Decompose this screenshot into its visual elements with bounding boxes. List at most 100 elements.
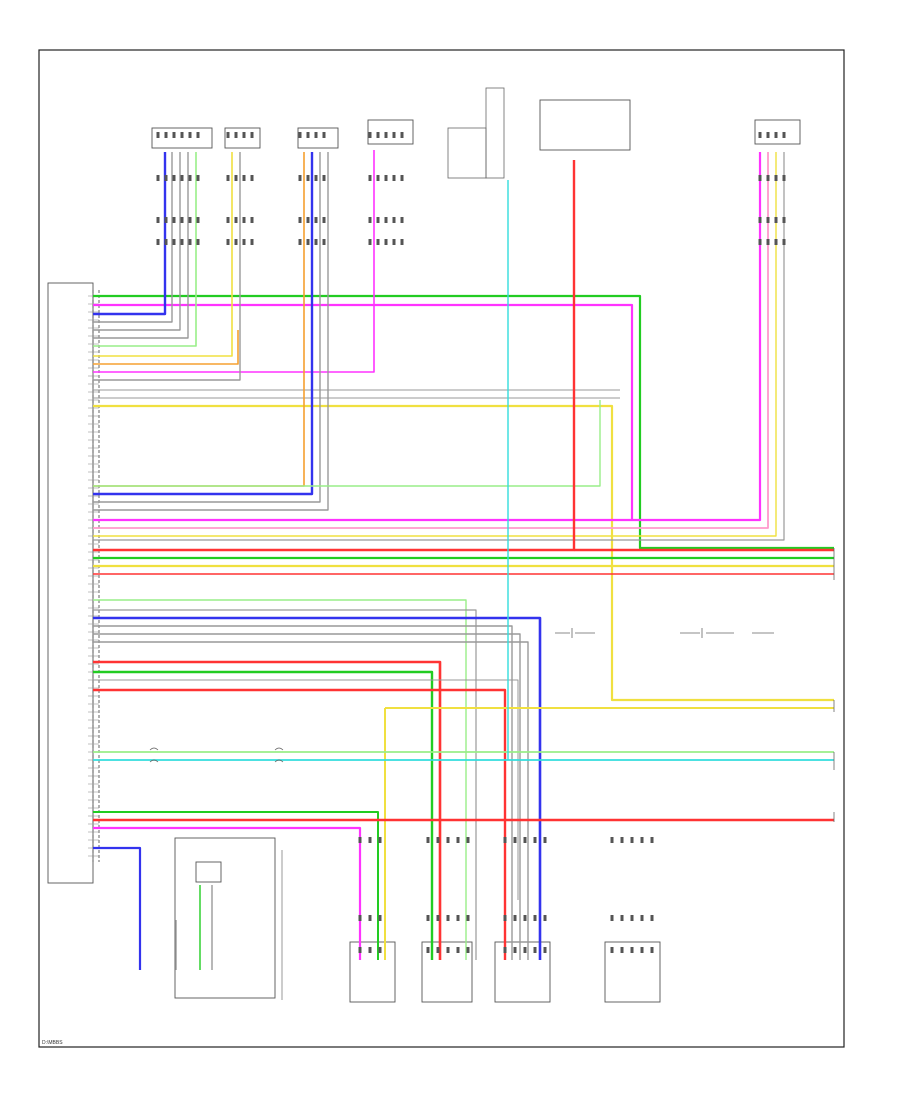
connector-pin — [172, 175, 176, 181]
connector-pin — [640, 837, 644, 843]
connector-pin — [180, 132, 184, 138]
connector-pin — [774, 217, 778, 223]
connector-pin — [543, 915, 547, 921]
connector-pin — [446, 837, 450, 843]
connector-pin — [503, 947, 507, 953]
connector-pin — [164, 132, 168, 138]
connector-pin — [384, 239, 388, 245]
connector-pin — [196, 239, 200, 245]
frame-id: D:\MBBS — [42, 1040, 63, 1046]
connector-pin — [314, 132, 318, 138]
connector-pin — [640, 915, 644, 921]
connector-pin — [392, 132, 396, 138]
connector-pin — [358, 837, 362, 843]
connector-pin — [242, 132, 246, 138]
connector-pin — [234, 239, 238, 245]
connector-pin — [650, 837, 654, 843]
connector-pin — [436, 947, 440, 953]
connector-pin — [426, 915, 430, 921]
wire — [93, 152, 241, 381]
wire — [93, 152, 777, 537]
connector-pin — [466, 947, 470, 953]
connector-pin — [782, 132, 786, 138]
wire — [93, 152, 329, 511]
connector-pin — [314, 217, 318, 223]
connector-pin — [466, 915, 470, 921]
wire-harness — [93, 150, 834, 1000]
connector-pin — [758, 175, 762, 181]
annotation-marks — [149, 628, 774, 763]
connector-pin — [298, 217, 302, 223]
connector-pin — [513, 947, 517, 953]
wire — [93, 152, 167, 316]
connector-pin — [400, 217, 404, 223]
wire — [93, 152, 305, 487]
connector-pin — [376, 217, 380, 223]
connector-pin — [446, 915, 450, 921]
wire — [93, 330, 239, 365]
connector-pin — [392, 217, 396, 223]
connector-pin — [156, 239, 160, 245]
connector-pin — [630, 837, 634, 843]
connector-pin — [358, 947, 362, 953]
connector-pin — [378, 915, 382, 921]
wire — [93, 152, 314, 496]
wire — [93, 294, 834, 550]
connector-pin — [180, 217, 184, 223]
wire — [93, 152, 181, 331]
connector-pin — [620, 837, 624, 843]
ecu-connector-column — [47, 282, 100, 884]
connector-pin — [250, 239, 254, 245]
connector-pin — [400, 175, 404, 181]
top-component-boxes — [151, 87, 801, 179]
connector-pin — [782, 217, 786, 223]
connector-pin — [188, 132, 192, 138]
connector-pin — [392, 239, 396, 245]
connector-pin — [774, 132, 778, 138]
connector-pin — [610, 915, 614, 921]
connector-pin — [446, 947, 450, 953]
wire — [93, 688, 507, 960]
wire — [93, 811, 379, 960]
connector-pin — [640, 947, 644, 953]
connector-pin — [503, 837, 507, 843]
wire — [93, 846, 142, 970]
connector-pin — [172, 132, 176, 138]
connector-pin — [774, 175, 778, 181]
connector-pin — [322, 217, 326, 223]
connector-pin — [766, 217, 770, 223]
connector-pin — [384, 132, 388, 138]
connector-pin — [543, 837, 547, 843]
connector-pin — [234, 175, 238, 181]
wire — [93, 641, 529, 960]
connector-pin — [436, 915, 440, 921]
connector-pin — [298, 239, 302, 245]
connector-pin — [188, 239, 192, 245]
connector-pin — [358, 915, 362, 921]
connector-pin — [766, 175, 770, 181]
connector-pin — [384, 217, 388, 223]
connector-pins — [156, 132, 786, 953]
connector-pin — [774, 239, 778, 245]
connector-pin — [226, 217, 230, 223]
connector-pin — [298, 132, 302, 138]
connector-pin — [758, 132, 762, 138]
wire — [93, 152, 233, 357]
connector-pin — [172, 239, 176, 245]
connector-pin — [436, 837, 440, 843]
wire — [93, 404, 834, 702]
diagram-frame — [38, 49, 845, 1048]
connector-pin — [533, 837, 537, 843]
wire — [93, 609, 477, 960]
wire — [93, 599, 467, 960]
connector-pin — [368, 837, 372, 843]
connector-pin — [610, 947, 614, 953]
connector-pin — [766, 239, 770, 245]
connector-pin — [164, 217, 168, 223]
connector-pin — [782, 239, 786, 245]
connector-pin — [376, 132, 380, 138]
wire — [93, 660, 442, 960]
bottom-component-boxes — [174, 837, 661, 1003]
connector-pin — [456, 837, 460, 843]
